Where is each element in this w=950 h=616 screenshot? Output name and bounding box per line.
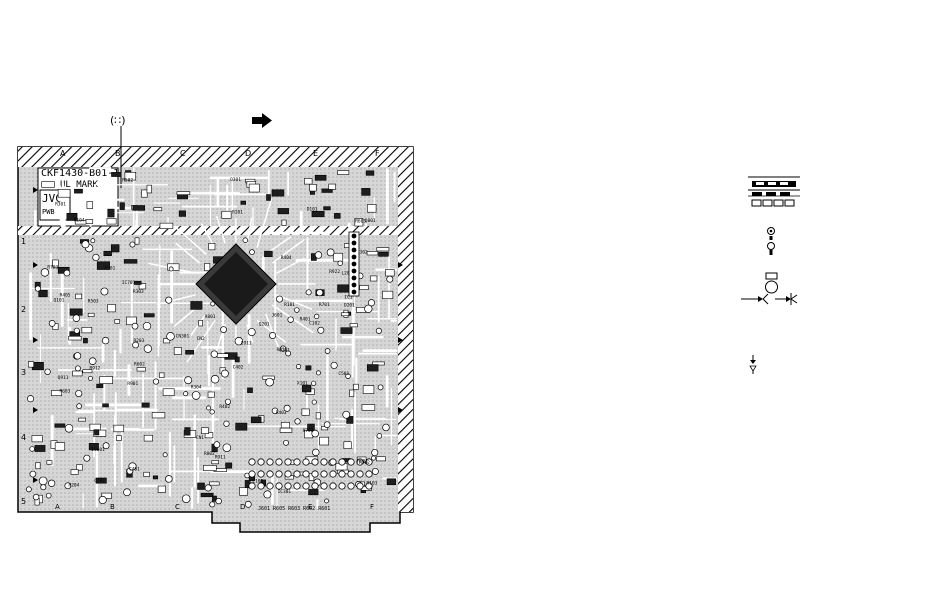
component-ref: R702 [303,428,314,434]
component-ref: R402 [219,404,230,410]
component-ref: C102 [309,321,320,327]
column-label-bottom-d: D [240,503,245,511]
component-ref: R703 [47,265,58,271]
column-label-a: A [60,149,66,158]
component-ref: D101 [307,207,318,213]
row-label-5: 5 [21,497,26,506]
separation-band [18,226,413,235]
component-ref: R502 [122,177,133,183]
component-ref: R912 [90,366,101,372]
component-ref: Q911 [58,375,69,381]
component-ref: R921 [277,347,288,353]
column-label-bottom-c: C [175,503,180,511]
component-ref: Q801 [365,218,376,224]
component-ref: R405 [60,292,71,298]
component-ref: R103 [367,481,378,487]
top-hatch-margin [18,147,413,167]
component-ref: R104 [74,218,85,224]
test-point-legend [767,227,775,255]
component-ref: X101 [297,381,308,387]
part-number: CKF1430-B01-1 [41,168,119,179]
component-ref: R401 [300,317,311,323]
component-ref: R901 [127,381,138,387]
component-ref: CN1 [196,435,204,441]
component-ref: IC701 [122,280,136,286]
connector-pad-strip [348,231,360,297]
component-ref: R302 [357,250,368,256]
component-ref: J601 [271,313,282,319]
grid-labels: A A B B C C D D E E F F 1 2 3 4 5 [21,149,380,511]
component-ref: IC601 [91,447,105,453]
component-ref: C911 [241,340,252,346]
component-ref: C402 [233,364,244,370]
component-ref: R503 [88,298,99,304]
component-ref: L101 [252,479,263,485]
column-label-bottom-f: F [370,503,374,511]
component-ref: C101 [279,348,290,354]
row-label-2: 2 [21,305,26,314]
component-ref: R301 [55,201,66,207]
component-ref: Q101 [54,297,65,303]
component-ref: R701 [319,302,330,308]
component-ref: IC1 [344,294,352,300]
row-label-3: 3 [21,368,26,377]
component-ref: C301 [104,266,115,272]
ground-legend [749,355,757,374]
component-ref: C701 [94,478,105,484]
column-label-bottom-a: A [55,503,60,511]
component-ref: R204 [69,483,80,489]
ul-mark-text: UL MARK [60,180,99,190]
component-ref: R403 [276,410,287,416]
column-label-f: F [375,149,380,158]
right-hatch-margin [398,147,413,512]
pwb-text: PWB [42,208,55,216]
direction-arrow-icon [252,113,272,128]
component-ref: R201 [232,210,243,216]
column-label-e: E [313,149,318,158]
signal-flow-legend [741,293,798,305]
copper-traces [29,167,398,510]
component-ref: R922 [329,269,340,275]
board-label-block [37,167,119,227]
component-ref: R304 [191,385,202,391]
component-ref: R203 [133,338,144,344]
component-ref: R101 [284,302,295,308]
component-ref: Q301 [230,177,241,183]
row-label-4: 4 [21,433,26,442]
component-ref: C501 [338,371,349,377]
component-ref: R202 [359,460,370,466]
column-label-c: C [180,149,186,158]
component-outline-legend [765,272,778,294]
component-ref: IC301 [278,489,292,495]
column-label-bottom-e: E [308,503,312,511]
component-ref: R601 [357,458,368,464]
row-label-1: 1 [21,237,26,246]
component-ref: CN2 [197,336,205,342]
component-ref: CN301 [176,333,190,339]
component-ref: R404 [281,255,292,261]
column-label-b: B [115,149,121,158]
component-ref: R602 [134,361,145,367]
component-ref: R801 [205,314,216,320]
component-ref: C401 [129,467,140,473]
component-ref: D201 [344,303,355,309]
component-ref: R605 [355,218,366,224]
main-ic [195,243,277,325]
column-label-bottom-b: B [110,503,115,511]
bottom-edge-refs: J601 R605 R603 R602 R601 [258,506,330,512]
component-ref: L201 [341,271,352,277]
component-ref: R802 [204,451,215,457]
brand-logo: JVC [42,192,62,205]
component-ref: R603 [60,388,71,394]
component-ref: R303 [133,289,144,295]
column-label-d: D [245,149,251,158]
layer-symbol: (∷) [110,114,126,127]
component-ref: Q201 [259,322,270,328]
pattern-hatch-legend [748,176,800,207]
component-ref: R911 [215,455,226,461]
